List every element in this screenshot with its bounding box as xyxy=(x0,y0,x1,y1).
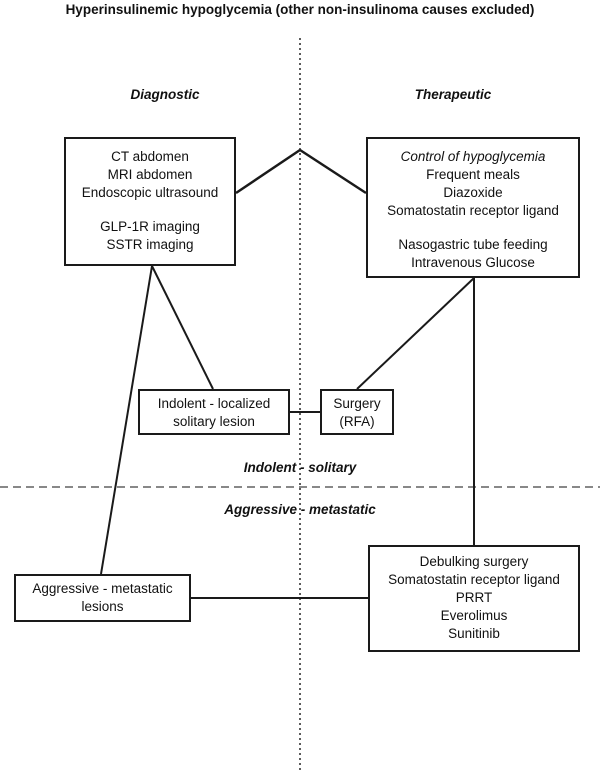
aggressive-therapy-item: Sunitinib xyxy=(448,626,500,641)
diagram-title: Hyperinsulinemic hypoglycemia (other non… xyxy=(65,2,535,17)
diagnostic-item: CT abdomen xyxy=(111,149,189,164)
therapeutic-item: Intravenous Glucose xyxy=(411,255,535,270)
connector-fork-left xyxy=(235,148,301,195)
connector-therapeutic-surgery xyxy=(356,277,475,390)
connector-diagnostic-indolent xyxy=(151,265,214,390)
connector-fork-right xyxy=(299,148,367,195)
therapeutic-item: Frequent meals xyxy=(426,167,520,182)
surgery-text: (RFA) xyxy=(339,414,375,429)
aggressive-therapy-item: Everolimus xyxy=(440,608,508,623)
therapeutic-item: Diazoxide xyxy=(443,185,503,200)
heading-aggressive-metastatic: Aggressive - metastatic xyxy=(224,502,376,517)
therapeutic-control-box: Control of hypoglycemia Frequent meals D… xyxy=(366,137,580,278)
aggressive-lesions-box: Aggressive - metastatic lesions xyxy=(14,574,191,622)
indolent-lesion-text: Indolent - localized xyxy=(157,396,271,411)
aggressive-lesions-text: Aggressive - metastatic xyxy=(32,581,173,596)
surgery-box: Surgery (RFA) xyxy=(320,389,394,435)
diagnostic-imaging-box: CT abdomen MRI abdomen Endoscopic ultras… xyxy=(64,137,236,266)
diagnostic-item: SSTR imaging xyxy=(106,237,194,252)
therapeutic-item: Nasogastric tube feeding xyxy=(398,237,548,252)
indolent-lesion-text: solitary lesion xyxy=(173,414,255,429)
therapeutic-subheading: Control of hypoglycemia xyxy=(400,149,546,164)
aggressive-therapy-item: Somatostatin receptor ligand xyxy=(388,572,560,587)
heading-therapeutic: Therapeutic xyxy=(414,87,492,102)
surgery-text: Surgery xyxy=(333,396,381,411)
indolent-lesion-box: Indolent - localized solitary lesion xyxy=(138,389,290,435)
diagnostic-item: GLP-1R imaging xyxy=(100,219,200,234)
aggressive-lesions-text: lesions xyxy=(81,599,124,614)
aggressive-therapy-item: PRRT xyxy=(455,590,493,605)
connector-diagnostic-aggressive xyxy=(100,265,153,575)
diagnostic-item: MRI abdomen xyxy=(107,167,193,182)
therapeutic-item: Somatostatin receptor ligand xyxy=(387,203,559,218)
aggressive-therapy-item: Debulking surgery xyxy=(419,554,529,569)
heading-indolent-solitary: Indolent - solitary xyxy=(243,460,357,475)
heading-diagnostic: Diagnostic xyxy=(130,87,200,102)
aggressive-therapy-box: Debulking surgery Somatostatin receptor … xyxy=(368,545,580,652)
diagnostic-item: Endoscopic ultrasound xyxy=(81,185,219,200)
